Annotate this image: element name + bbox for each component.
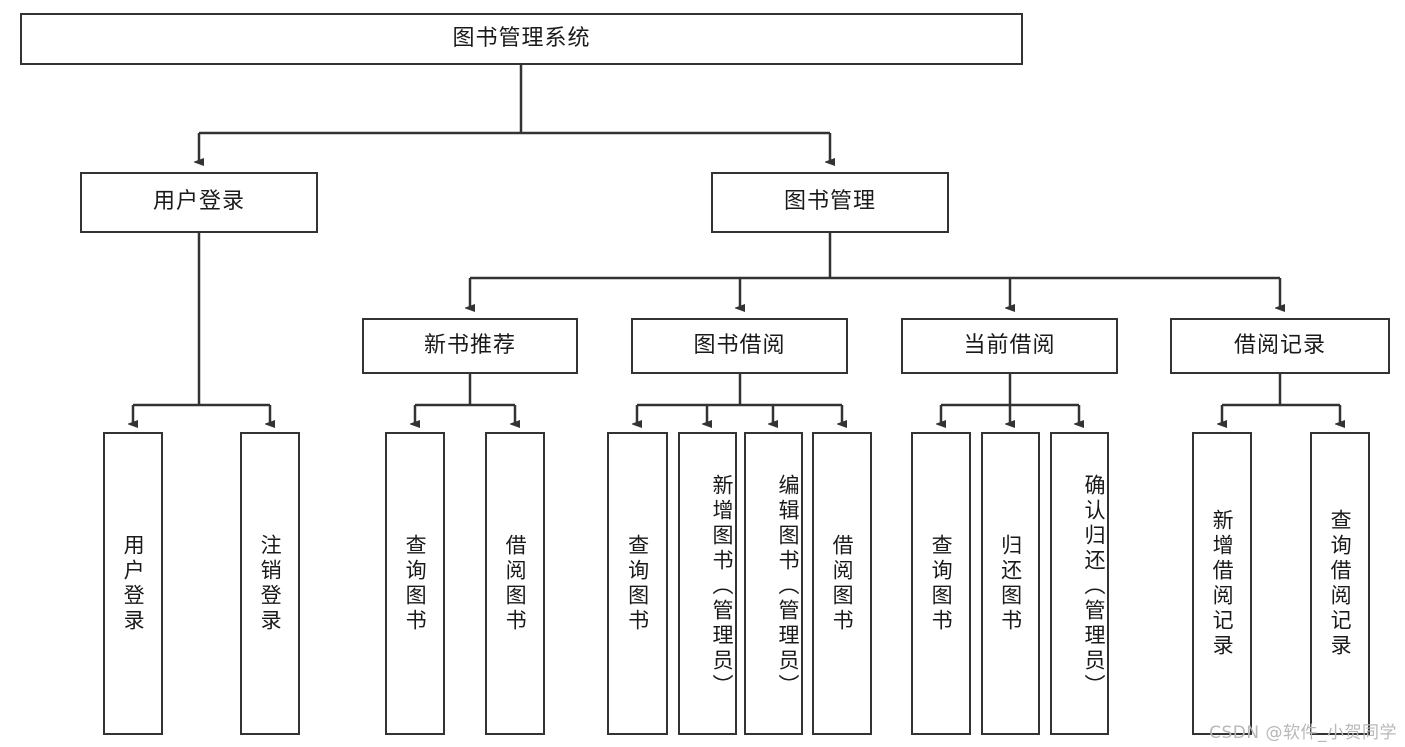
leaf-label: 借阅图书	[830, 533, 855, 634]
leaf-label: 编辑图书（管理员）	[776, 474, 800, 699]
leaf-label: 新增图书（管理员）	[710, 474, 734, 699]
leaf-label: 借阅图书	[503, 533, 528, 634]
leaf-label: 确认归还（管理员）	[1082, 474, 1106, 699]
leaf-label: 查询图书	[625, 533, 650, 634]
leaf-label: 注销登录	[258, 533, 283, 634]
leaf-current-confirm-return-admin[interactable]: 确认归还（管理员）	[1050, 432, 1109, 735]
leaf-current-return-book[interactable]: 归还图书	[981, 432, 1040, 735]
leaf-new-book-query[interactable]: 查询图书	[385, 432, 445, 735]
leaf-borrow-add-book-admin[interactable]: 新增图书（管理员）	[678, 432, 737, 735]
leaf-records-add-record[interactable]: 新增借阅记录	[1192, 432, 1252, 735]
leaf-label: 查询借阅记录	[1328, 508, 1353, 659]
leaf-borrow-query-book[interactable]: 查询图书	[607, 432, 668, 735]
leaf-borrow-edit-book-admin[interactable]: 编辑图书（管理员）	[744, 432, 803, 735]
watermark-text: CSDN @软件_小贺同学	[1209, 723, 1397, 743]
leaf-label: 查询图书	[403, 533, 428, 634]
node-user-login[interactable]: 用户登录	[80, 172, 318, 233]
leaf-records-query-record[interactable]: 查询借阅记录	[1310, 432, 1370, 735]
node-borrow-records[interactable]: 借阅记录	[1170, 318, 1390, 374]
leaf-label: 新增借阅记录	[1210, 508, 1235, 659]
leaf-user-login-signout[interactable]: 注销登录	[240, 432, 300, 735]
leaf-label: 归还图书	[998, 533, 1023, 634]
leaf-new-book-borrow[interactable]: 借阅图书	[485, 432, 545, 735]
leaf-label: 用户登录	[121, 533, 146, 634]
node-current-borrow[interactable]: 当前借阅	[901, 318, 1118, 374]
leaf-label: 查询图书	[929, 533, 954, 634]
leaf-current-query-book[interactable]: 查询图书	[911, 432, 971, 735]
node-book-borrow[interactable]: 图书借阅	[631, 318, 848, 374]
node-root-system[interactable]: 图书管理系统	[20, 13, 1023, 65]
leaf-user-login-signin[interactable]: 用户登录	[103, 432, 163, 735]
node-book-management[interactable]: 图书管理	[711, 172, 949, 233]
leaf-borrow-borrow-book[interactable]: 借阅图书	[812, 432, 872, 735]
node-new-book-recommend[interactable]: 新书推荐	[362, 318, 578, 374]
